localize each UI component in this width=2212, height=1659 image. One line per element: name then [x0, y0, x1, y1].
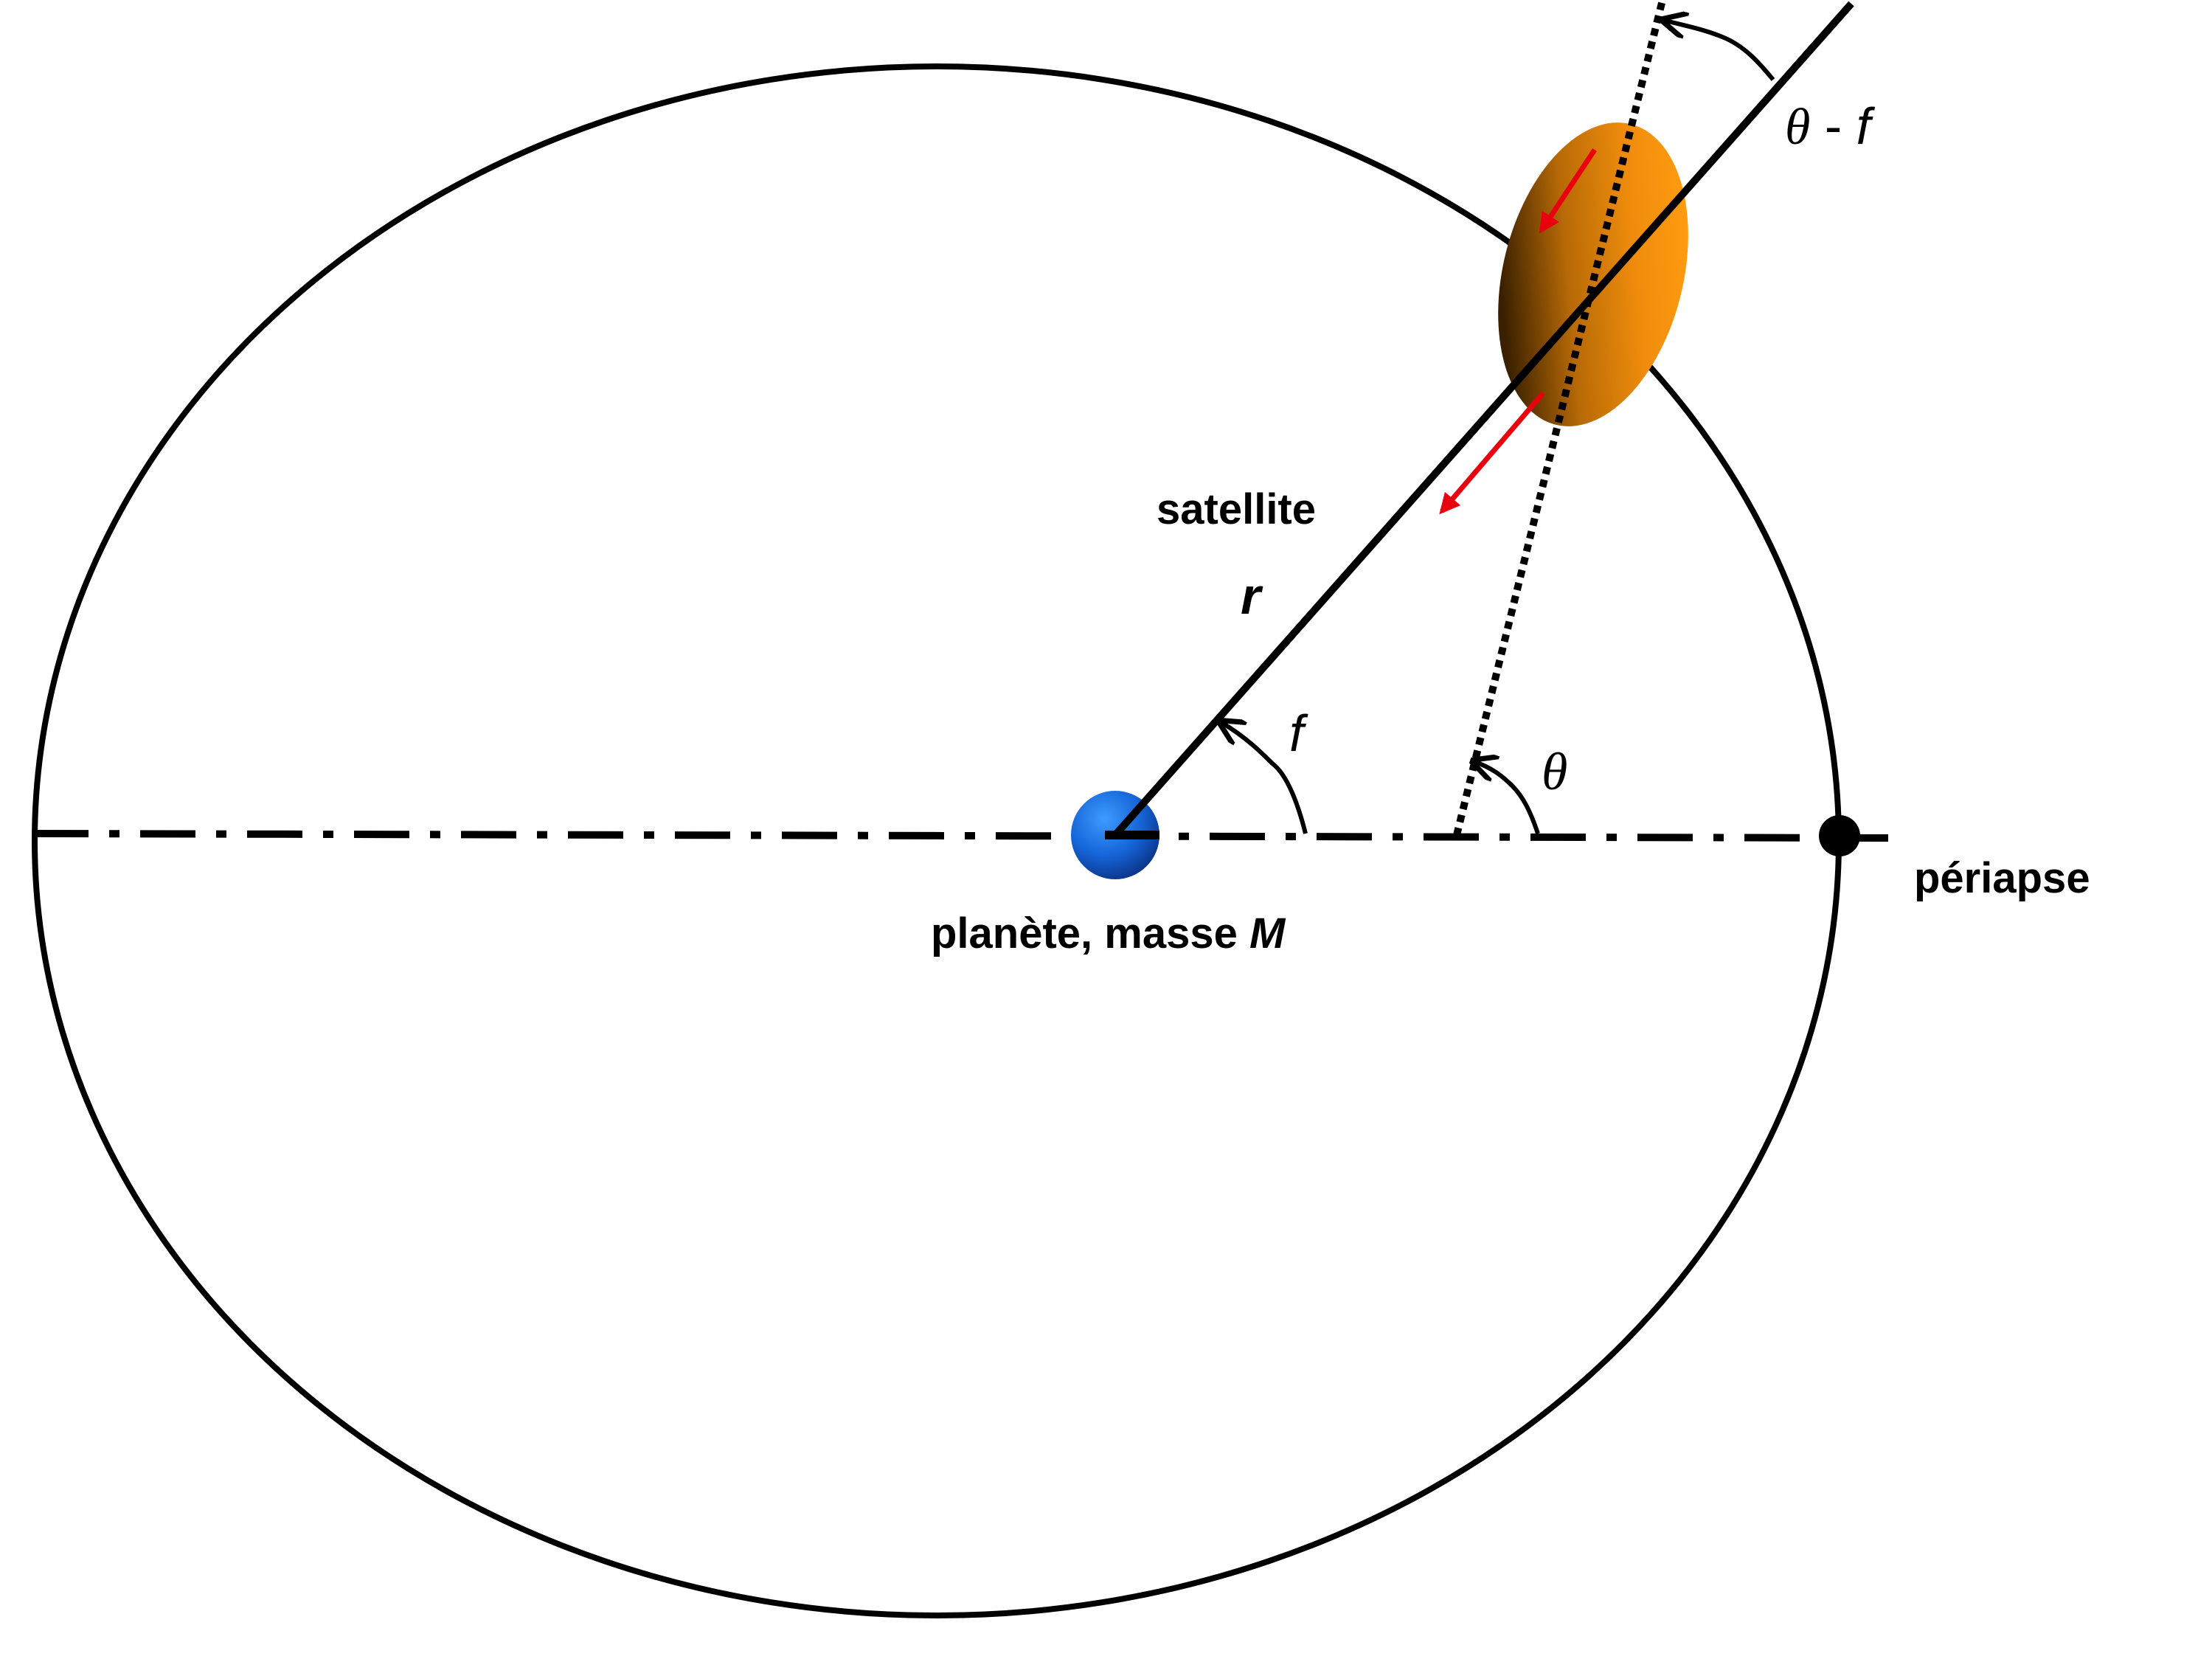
radius-vector	[1112, 1, 1854, 838]
angle-f-label: f	[1289, 704, 1308, 762]
angle-theta-label: θ	[1542, 742, 1567, 801]
radius-label: r	[1241, 567, 1263, 625]
tidal-arrow-near-side	[1439, 391, 1545, 515]
apse-line	[32, 830, 1889, 842]
satellite-axis-line	[1453, 0, 1666, 837]
satellite-label: satellite	[1157, 485, 1316, 533]
minus-symbol: -	[1810, 97, 1856, 155]
angle-theta-minus-f-label: θ - f	[1785, 97, 1876, 156]
angle-arc-theta-minus-f	[1665, 21, 1775, 81]
planet-label: planète, masse M	[931, 910, 1286, 957]
f-symbol: f	[1856, 97, 1876, 155]
periapse-marker	[1819, 815, 1860, 856]
angle-arc-theta	[1475, 762, 1540, 834]
tidal-arrow-far-side	[1539, 148, 1597, 234]
planet-mass-symbol: M	[1249, 910, 1286, 957]
theta-symbol: θ	[1785, 99, 1810, 156]
periapse-label: périapse	[1914, 854, 2090, 902]
angle-arc-f	[1222, 723, 1308, 834]
planet-label-prefix: planète, masse	[931, 910, 1249, 957]
